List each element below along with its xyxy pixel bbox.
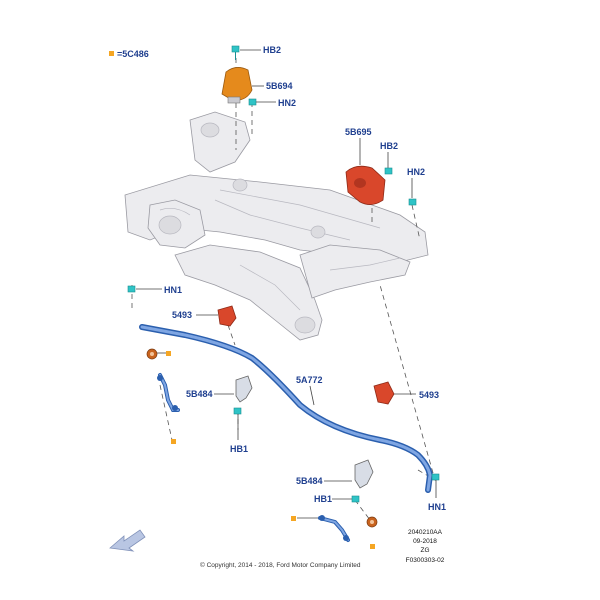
bushing-right <box>373 381 395 405</box>
label-hn1-right: HN1 <box>428 502 446 512</box>
label-hb2-right: HB2 <box>380 141 398 151</box>
orange-marker-left-top <box>166 351 171 356</box>
label-hb2-top: HB2 <box>263 45 281 55</box>
label-hb1-left: HB1 <box>230 444 248 454</box>
bracket-right <box>354 459 374 489</box>
label-hn1-left: HN1 <box>164 285 182 295</box>
reference-line-4: F0300303-02 <box>406 557 445 564</box>
reference-line-1: 2040210AA <box>408 529 443 536</box>
fastener-hn2-right <box>408 198 417 206</box>
bracket-left <box>235 375 253 403</box>
fastener-hb1-right <box>351 495 360 503</box>
label-5b695: 5B695 <box>345 127 372 137</box>
orange-marker-left-bottom <box>171 439 176 444</box>
stabilizer-link-right <box>318 515 350 542</box>
fastener-hb1-left <box>233 407 242 415</box>
stabilizer-link-left <box>157 373 180 412</box>
orange-marker-right-left <box>291 516 296 521</box>
engine-mount-right <box>345 165 386 205</box>
label-5b484-right: 5B484 <box>296 476 323 486</box>
legend-text: =5C486 <box>117 49 149 59</box>
label-hn2-top: HN2 <box>278 98 296 108</box>
front-direction-arrow-icon <box>109 529 146 552</box>
bushing-left <box>217 305 237 327</box>
label-hn2-right: HN2 <box>407 167 425 177</box>
label-hb1-right: HB1 <box>314 494 332 504</box>
fastener-hn2-top <box>248 98 257 106</box>
reference-line-3: ZG <box>420 547 429 554</box>
stabilizer-bar <box>139 324 433 493</box>
label-5b694: 5B694 <box>266 81 293 91</box>
reference-block: 2040210AA 09-2018 ZG F0300303-02 <box>406 529 445 564</box>
fastener-hn1-left <box>127 285 136 293</box>
legend-marker <box>109 51 114 56</box>
nut-left <box>146 348 158 360</box>
label-5493-left: 5493 <box>172 310 192 320</box>
label-5b484-left: 5B484 <box>186 389 213 399</box>
nut-right <box>366 516 378 528</box>
subframe <box>124 111 429 341</box>
label-5493-right: 5493 <box>419 390 439 400</box>
orange-marker-right-bottom <box>370 544 375 549</box>
engine-mount-left <box>221 67 253 104</box>
fastener-hn1-right <box>431 473 440 481</box>
fastener-hb2-top <box>231 45 240 60</box>
reference-line-2: 09-2018 <box>413 538 437 545</box>
copyright: © Copyright, 2014 - 2018, Ford Motor Com… <box>200 561 361 569</box>
label-5a772: 5A772 <box>296 375 323 385</box>
fastener-hb2-right <box>384 167 393 175</box>
subframe-shading <box>158 122 401 334</box>
